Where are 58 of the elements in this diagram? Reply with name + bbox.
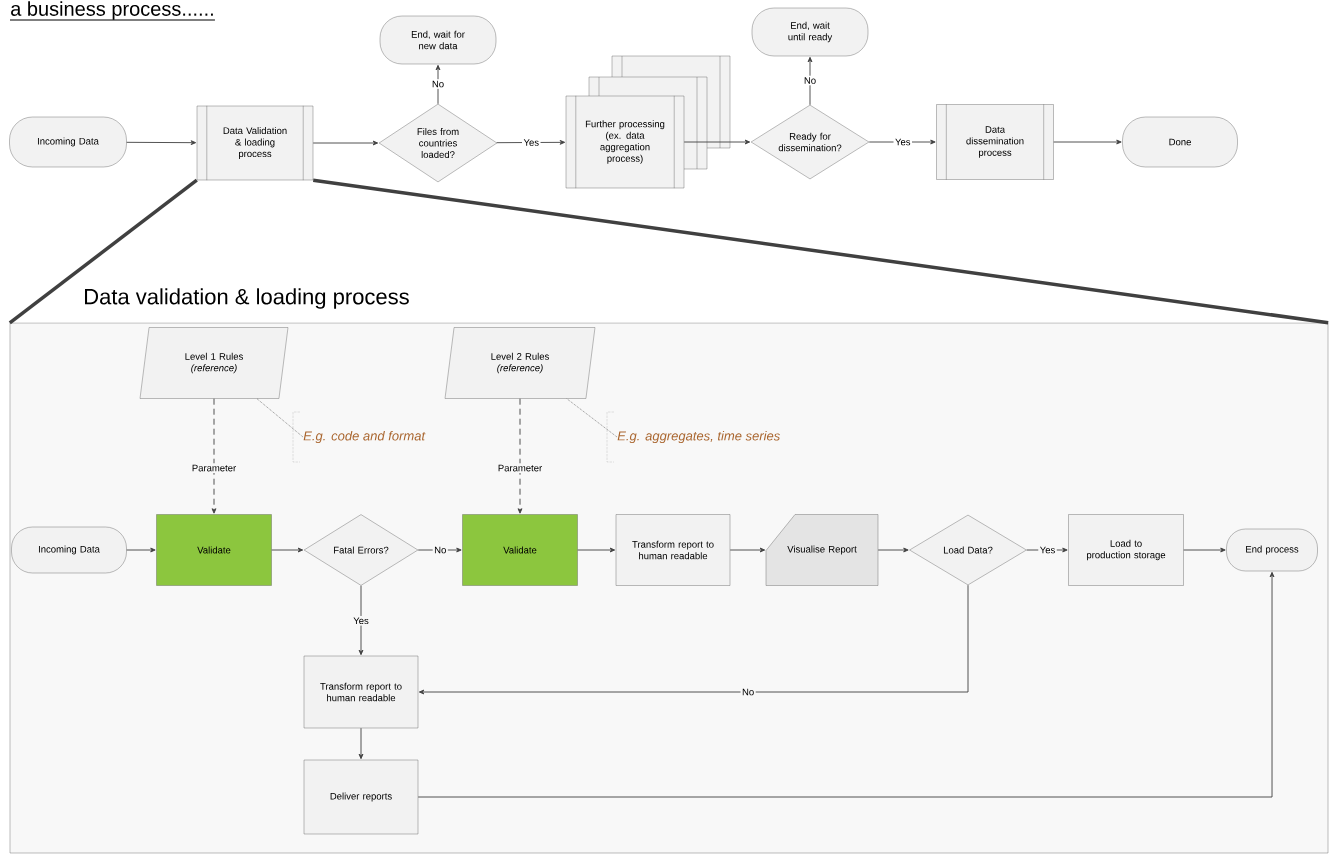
arrow xyxy=(868,139,936,145)
arrow xyxy=(1053,139,1122,145)
process-box: Validate xyxy=(462,514,578,586)
arrow xyxy=(1183,547,1226,553)
arrow xyxy=(417,547,462,553)
arrow xyxy=(1026,547,1068,553)
arrow xyxy=(126,140,197,146)
node-label: process) xyxy=(607,154,643,164)
terminator: Done xyxy=(1122,116,1238,168)
terminator: Incoming Data xyxy=(9,116,127,168)
edge-label: Yes xyxy=(893,137,912,147)
process-box: Validate xyxy=(156,514,272,586)
annotation: E.g. code and format xyxy=(292,411,426,463)
edge-label: No xyxy=(740,687,756,697)
process-box: Deliver reports xyxy=(303,759,419,835)
edge-label: No xyxy=(432,545,448,555)
data-parallelogram: Level 1 Rules (reference) xyxy=(139,327,289,399)
arrow xyxy=(517,398,523,514)
terminator: End process xyxy=(1226,528,1318,572)
edge-label: Parameter xyxy=(496,463,544,473)
zoom-line xyxy=(312,178,1329,325)
edge-label: Parameter xyxy=(190,463,238,473)
edge-label: Yes xyxy=(522,137,541,148)
arrow xyxy=(211,398,217,514)
edge-label: Yes xyxy=(351,615,371,626)
panel-heading: Data validation & loading process xyxy=(85,288,409,309)
arrow xyxy=(807,56,813,106)
process-box: Transform report to human readable xyxy=(615,514,731,586)
leader-line xyxy=(256,398,304,438)
terminator: End, wait for new data xyxy=(379,15,497,65)
arrow xyxy=(417,571,1275,798)
stacked-subprocess-box: Further processing (ex. data aggregation process) xyxy=(565,55,731,189)
process-box: Load to production storage xyxy=(1068,514,1184,586)
annotation: E.g. aggregates, time series xyxy=(606,411,780,463)
arrow xyxy=(312,140,379,146)
arrow xyxy=(683,139,751,145)
terminator: End, wait until ready xyxy=(751,7,869,57)
process-box: Transform report to human readable xyxy=(303,655,419,729)
subprocess-box: Data Validation & loading process xyxy=(196,105,314,181)
arrow xyxy=(358,585,364,656)
arrow xyxy=(577,547,616,553)
title: a business process...... xyxy=(9,1,216,21)
arrow xyxy=(877,547,909,553)
data-parallelogram: Level 2 Rules (reference) xyxy=(444,327,596,399)
zoom-line xyxy=(8,178,198,325)
arrow xyxy=(271,547,304,553)
leader-line xyxy=(566,398,618,438)
arrow xyxy=(729,547,766,553)
arrow xyxy=(435,64,441,105)
arrow xyxy=(126,547,156,553)
edge-label: No xyxy=(802,75,818,86)
terminator: Incoming Data xyxy=(11,526,127,574)
arrow xyxy=(358,727,364,760)
subprocess-box: Data dissemination process xyxy=(936,104,1054,180)
arrow xyxy=(496,139,566,145)
edge-label: No xyxy=(430,79,446,89)
arrow xyxy=(418,584,969,695)
edge-label: Yes xyxy=(1038,545,1057,555)
